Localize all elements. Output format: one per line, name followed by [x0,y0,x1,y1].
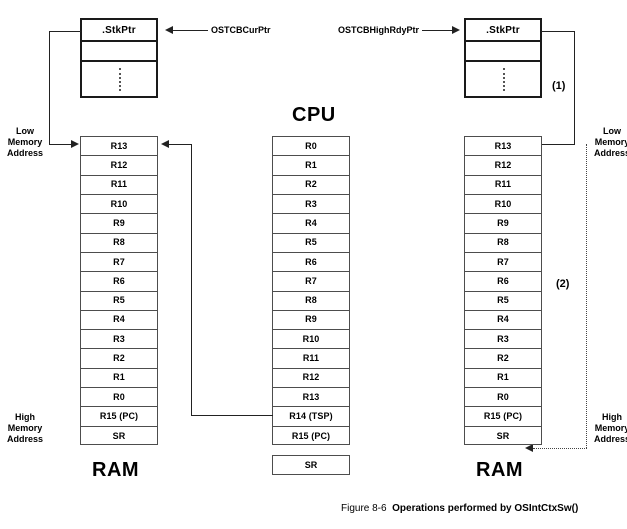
tcb-block-highrdy: .StkPtr [464,18,542,98]
left-ram-cell-r8: R8 [81,234,157,253]
step1-line-v [574,31,575,144]
cpu-cell-r2: R2 [273,176,349,195]
step2-arrowhead [525,444,533,452]
right-ram-cell-r6: R6 [465,272,541,292]
low-memory-label-left: Low Memory Address [6,126,43,158]
step1-line-h-top [541,31,575,32]
step2-line-v [586,144,587,448]
curptr-arrowhead [165,26,173,34]
right-ram-cell-sr: SR [496,430,510,441]
cpu-cell-r15-pc: R15 (PC) [291,430,331,441]
step1-line-h-bottom [528,144,575,145]
tsp-connector-v [191,144,192,416]
cpu-cell-r10: R10 [273,330,349,350]
right-ram-cell-r5: R5 [465,292,541,311]
right-ram-cell-r4: R4 [465,311,541,331]
figure-caption: Figure 8-6 Operations performed by OSInt… [341,503,578,514]
tsp-connector-h-bottom [191,415,273,416]
ram-title-right: RAM [476,459,524,481]
left-ram-cell-r0: R0 [81,388,157,408]
right-ram-cell-r7: R7 [465,253,541,273]
cpu-cell-r3: R3 [273,195,349,215]
left-ram-cell-r9: R9 [81,214,157,234]
high-memory-label-right: High Memory Address [593,412,627,444]
right-ram-cell-r0: R0 [465,388,541,408]
left-ram-cell-r6: R6 [81,272,157,292]
tcb-stkptr-field-left: .StkPtr [82,20,156,42]
left-ram-cell-r7: R7 [81,253,157,273]
left-ram-cell-r15-pc: R15 (PC) [81,407,157,427]
right-ram-cell-r9: R9 [465,214,541,234]
left-ram-cell-r1: R1 [81,369,157,389]
figure-number: Figure 8-6 [341,503,387,514]
cpu-cell-r8: R8 [273,292,349,311]
cpu-status-register-box: SR [272,455,350,475]
left-ram-cell-sr: SR [112,430,126,441]
cpu-cell-r6: R6 [273,253,349,273]
step-1-label: (1) [552,80,566,92]
left-ram-cell-r2: R2 [81,349,157,369]
right-ram-cell-r13: R13 [465,137,541,157]
tsp-connector-h-top [169,144,192,145]
cpu-cell-r11: R11 [273,349,349,369]
step2-line-h [533,448,587,449]
vertical-dots-icon [119,68,121,91]
cpu-cell-r12: R12 [273,369,349,389]
right-ram-cell-r1: R1 [465,369,541,389]
vertical-dots-icon-right [503,68,505,91]
cpu-cell-r0: R0 [273,137,349,157]
left-stkptr-arrowhead [71,140,79,148]
left-ram-cell-r11: R11 [81,176,157,195]
right-ram-cell-r10: R10 [465,195,541,215]
ram-title-left: RAM [92,459,140,481]
highrdyptr-arrowhead [452,26,460,34]
right-ram-cell-r12: R12 [465,156,541,176]
cpu-cell-r1: R1 [273,156,349,176]
step-2-label: (2) [556,278,570,290]
cpu-cell-r9: R9 [273,311,349,331]
tcb-empty-field-right [466,42,540,62]
high-memory-label-left: High Memory Address [6,412,43,444]
right-ram-cell-r3: R3 [465,330,541,350]
cpu-cell-r5: R5 [273,234,349,253]
ostcbhighrdyptr-label: OSTCBHighRdyPtr [338,25,419,35]
left-ram-cell-r13: R13 [81,137,157,157]
left-ram-cell-r4: R4 [81,311,157,331]
left-stkptr-line-h-top [49,31,81,32]
left-ram-cell-r5: R5 [81,292,157,311]
tcb-empty-field-left [82,42,156,62]
right-ram-cell-r15-pc: R15 (PC) [465,407,541,427]
left-ram-cell-r12: R12 [81,156,157,176]
ostcbcurptr-label: OSTCBCurPtr [211,25,271,35]
left-ram-cell-r3: R3 [81,330,157,350]
cpu-cell-r7: R7 [273,272,349,292]
figure-title: Operations performed by OSIntCtxSw() [392,503,579,514]
left-stkptr-line-v [49,31,50,144]
cpu-title: CPU [292,104,336,126]
left-ram-cell-r10: R10 [81,195,157,215]
right-ram-cell-r8: R8 [465,234,541,253]
tcb-continuation-field-right [466,62,540,96]
tcb-stkptr-field-right: .StkPtr [466,20,540,42]
cpu-cell-r13: R13 [273,388,349,408]
tcb-continuation-field-left [82,62,156,96]
curptr-connector-line [173,30,208,31]
left-stkptr-line-h-bottom [49,144,72,145]
right-ram-cell-r2: R2 [465,349,541,369]
highrdyptr-connector-line [422,30,452,31]
cpu-cell-r14-tsp: R14 (TSP) [273,407,349,427]
tsp-connector-arrowhead [161,140,169,148]
low-memory-label-right: Low Memory Address [593,126,627,158]
cpu-cell-r4: R4 [273,214,349,234]
right-ram-cell-r11: R11 [465,176,541,195]
tcb-block-current: .StkPtr [80,18,158,98]
